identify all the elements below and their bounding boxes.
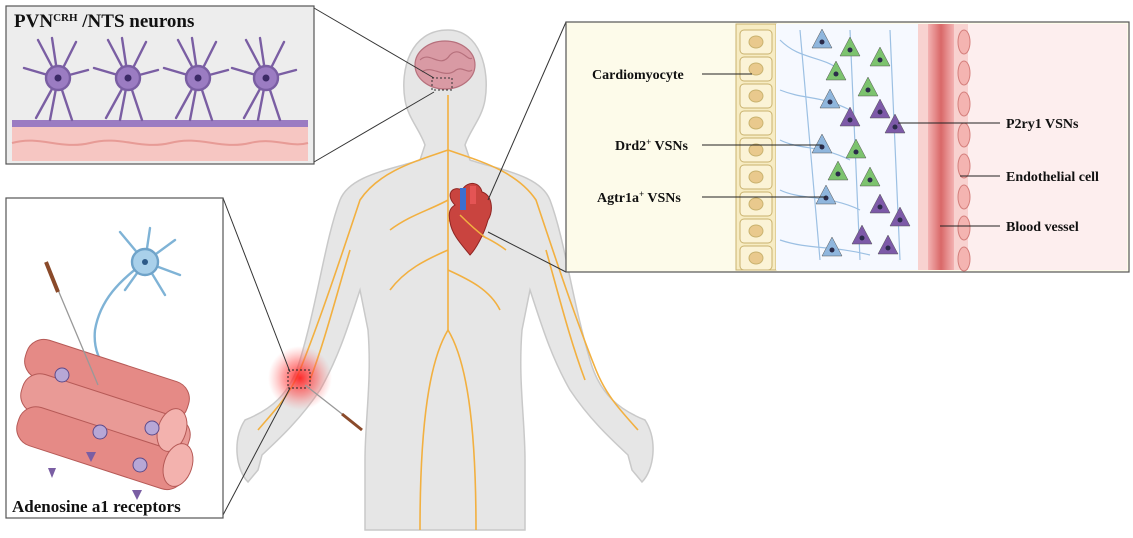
vsn-cell [869,98,891,119]
vsn-cell [811,28,833,49]
vsn-cell [889,206,911,227]
muscle-panel-caption: Adenosine a1 receptors [12,497,181,516]
vsn-nucleus [885,245,891,251]
neuron-cell [230,36,298,122]
vsn-nucleus [877,204,883,210]
vsn-nucleus [877,57,883,63]
vsn-cell [811,133,833,154]
cardiomyocyte-nucleus [748,251,764,265]
vsn-nucleus [897,217,903,223]
muscle-panel: Adenosine a1 receptors [5,197,224,519]
vsn-cell [815,184,837,205]
connector-lines [222,7,567,516]
vsn-cell [877,234,899,255]
vsn-nucleus [865,87,871,93]
label-blood-vessel: Blood vessel [1006,220,1079,235]
vsn-nucleus [819,39,825,45]
vsn-cell [845,138,867,159]
acupoint-marker [268,346,332,410]
label-agtr1a-vsns: Agtr1a+ VSNs [597,189,681,206]
brain-icon [414,40,476,91]
cardiomyocyte-nucleus [748,224,764,238]
endothelial-cell [957,153,971,179]
endothelial-cell [957,215,971,241]
cardiomyocyte-nucleus [748,116,764,130]
vsn-nucleus [833,71,839,77]
blood-vessel [918,24,1127,272]
neuron-cell [92,36,160,122]
vsn-cell [821,236,843,257]
vsn-nucleus [853,149,859,155]
vsn-cell [839,106,861,127]
muscle-fiber-bundle [16,338,194,500]
vsn-nucleus [829,247,835,253]
human-body [236,29,654,531]
vsn-nucleus [827,99,833,105]
vsn-cell [827,160,849,181]
vsn-cell [839,36,861,57]
cardiomyocyte-nucleus [748,89,764,103]
vsn-nucleus [823,195,829,201]
vsn-nucleus [859,235,865,241]
vsn-nucleus [892,124,898,130]
vsn-nucleus [847,117,853,123]
vsn-nucleus [867,177,873,183]
vsn-cell [869,193,891,214]
label-cardiomyocyte: Cardiomyocyte [592,68,684,83]
neuron-cell [162,36,230,122]
vsn-nucleus [819,144,825,150]
label-p2ry1-vsns: P2ry1 VSNs [1006,117,1079,132]
acupuncture-needle-icon [304,384,363,432]
cardiomyocyte-column [735,23,777,271]
endothelial-cell [957,60,971,86]
cardiomyocyte-nucleus [748,170,764,184]
label-drd2-vsns: Drd2+ VSNs [615,137,689,154]
cardiomyocyte-nucleus [748,35,764,49]
cardiomyocyte-nucleus [748,62,764,76]
cardiomyocyte-nucleus [748,143,764,157]
endothelial-cell [957,29,971,55]
heart-icon [448,183,492,256]
endothelial-cell [957,246,971,272]
vsn-nucleus [835,171,841,177]
cardiomyocyte-nucleus [748,197,764,211]
neuron-cell [22,36,90,122]
heart-detail-panel: Cardiomyocyte Drd2+ VSNs Agtr1a+ VSNs P2… [565,21,1130,273]
vsn-cell [819,88,841,109]
endothelial-cell [957,122,971,148]
vsn-nucleus [847,47,853,53]
vsn-cell [825,60,847,81]
label-leader-lines [702,73,1000,227]
vsn-cell [857,76,879,97]
vsn-cell [869,46,891,67]
label-endothelial-cell: Endothelial cell [1006,170,1099,185]
neurons-panel: PVNCRH /NTS neurons [5,5,315,165]
endothelial-cell [957,91,971,117]
endothelial-cell [957,184,971,210]
vsn-nucleus [877,109,883,115]
neurons-panel-title: PVNCRH /NTS neurons [14,11,194,32]
vsn-cell [851,224,873,245]
vsn-cell [859,166,881,187]
panel-needle-icon [44,261,99,386]
vsn-cells [811,28,911,257]
